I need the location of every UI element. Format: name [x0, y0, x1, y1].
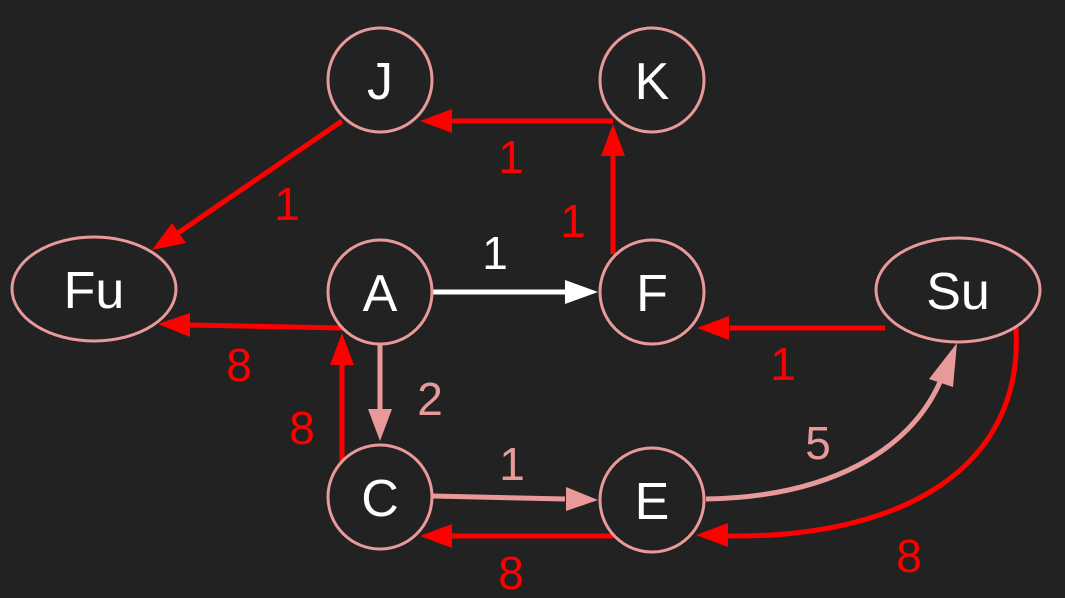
- edge-a-c-weight: 2: [417, 373, 443, 425]
- edge-j-fu-line: [176, 118, 344, 236]
- edge-a-fu-arrowhead: [158, 313, 190, 337]
- edge-e-su: 5: [705, 343, 957, 502]
- node-e: E: [598, 446, 706, 554]
- edge-c-e: 1: [432, 438, 598, 511]
- edge-a-c-arrowhead: [368, 409, 392, 441]
- edge-e-c: 8: [420, 524, 613, 598]
- edge-su-e-weight: 8: [896, 530, 922, 582]
- node-k: K: [598, 26, 706, 134]
- edge-j-fu: 1: [152, 118, 344, 250]
- edge-su-f-arrowhead: [697, 316, 729, 340]
- node-su-shape: [874, 236, 1042, 344]
- edge-f-k: 1: [560, 124, 625, 254]
- edge-su-f: 1: [697, 316, 885, 390]
- node-c-shape: [326, 443, 434, 551]
- node-fu-label: Fu: [64, 262, 125, 320]
- node-c: C: [326, 443, 434, 551]
- edge-a-f-arrowhead: [565, 280, 598, 304]
- node-e-shape: [598, 446, 706, 554]
- edge-k-j-arrowhead: [420, 109, 452, 133]
- node-a-label: A: [363, 265, 398, 323]
- node-f-label: F: [636, 265, 668, 323]
- node-f: F: [598, 238, 706, 346]
- node-su-label: Su: [926, 263, 990, 321]
- node-a: A: [326, 238, 434, 346]
- edge-e-su-weight: 5: [805, 417, 831, 469]
- edge-k-j-weight: 1: [498, 131, 524, 183]
- edge-a-fu-line: [189, 322, 343, 331]
- node-su: Su: [874, 236, 1042, 344]
- node-fu-shape: [10, 235, 178, 343]
- edge-e-su-line: [705, 380, 943, 502]
- edge-su-f-weight: 1: [770, 338, 796, 390]
- edge-e-c-arrowhead: [420, 524, 452, 548]
- edge-k-j: 1: [420, 109, 613, 183]
- edge-c-e-weight: 1: [499, 438, 525, 490]
- node-j-label: J: [367, 53, 393, 111]
- node-k-shape: [598, 26, 706, 134]
- edge-a-f: 1: [433, 227, 598, 304]
- edge-su-e-line: [727, 327, 1019, 539]
- edge-f-k-arrowhead: [601, 124, 625, 156]
- node-k-label: K: [635, 53, 670, 111]
- node-f-shape: [598, 238, 706, 346]
- node-c-label: C: [361, 470, 399, 528]
- node-j: J: [326, 26, 434, 134]
- edge-e-c-weight: 8: [498, 547, 524, 598]
- edge-a-fu-weight: 8: [226, 339, 252, 391]
- node-fu: Fu: [10, 235, 178, 343]
- edge-c-e-arrowhead: [566, 487, 598, 511]
- edge-j-fu-weight: 1: [274, 178, 300, 230]
- edge-a-f-weight: 1: [482, 227, 508, 279]
- edge-e-su-arrowhead: [929, 343, 957, 387]
- edge-c-a-weight: 8: [289, 402, 315, 454]
- edge-c-a: 8: [289, 333, 354, 461]
- node-a-shape: [326, 238, 434, 346]
- edge-j-fu-arrowhead: [152, 223, 186, 250]
- node-e-label: E: [635, 473, 670, 531]
- edge-a-fu: 8: [158, 313, 343, 391]
- node-j-shape: [326, 26, 434, 134]
- edge-c-a-arrowhead: [330, 333, 354, 365]
- edge-su-e: 8: [696, 327, 1019, 582]
- edge-f-k-weight: 1: [560, 195, 586, 247]
- edge-a-c: 2: [368, 345, 443, 441]
- edge-c-e-line: [432, 493, 566, 502]
- edge-su-e-arrowhead: [696, 523, 728, 547]
